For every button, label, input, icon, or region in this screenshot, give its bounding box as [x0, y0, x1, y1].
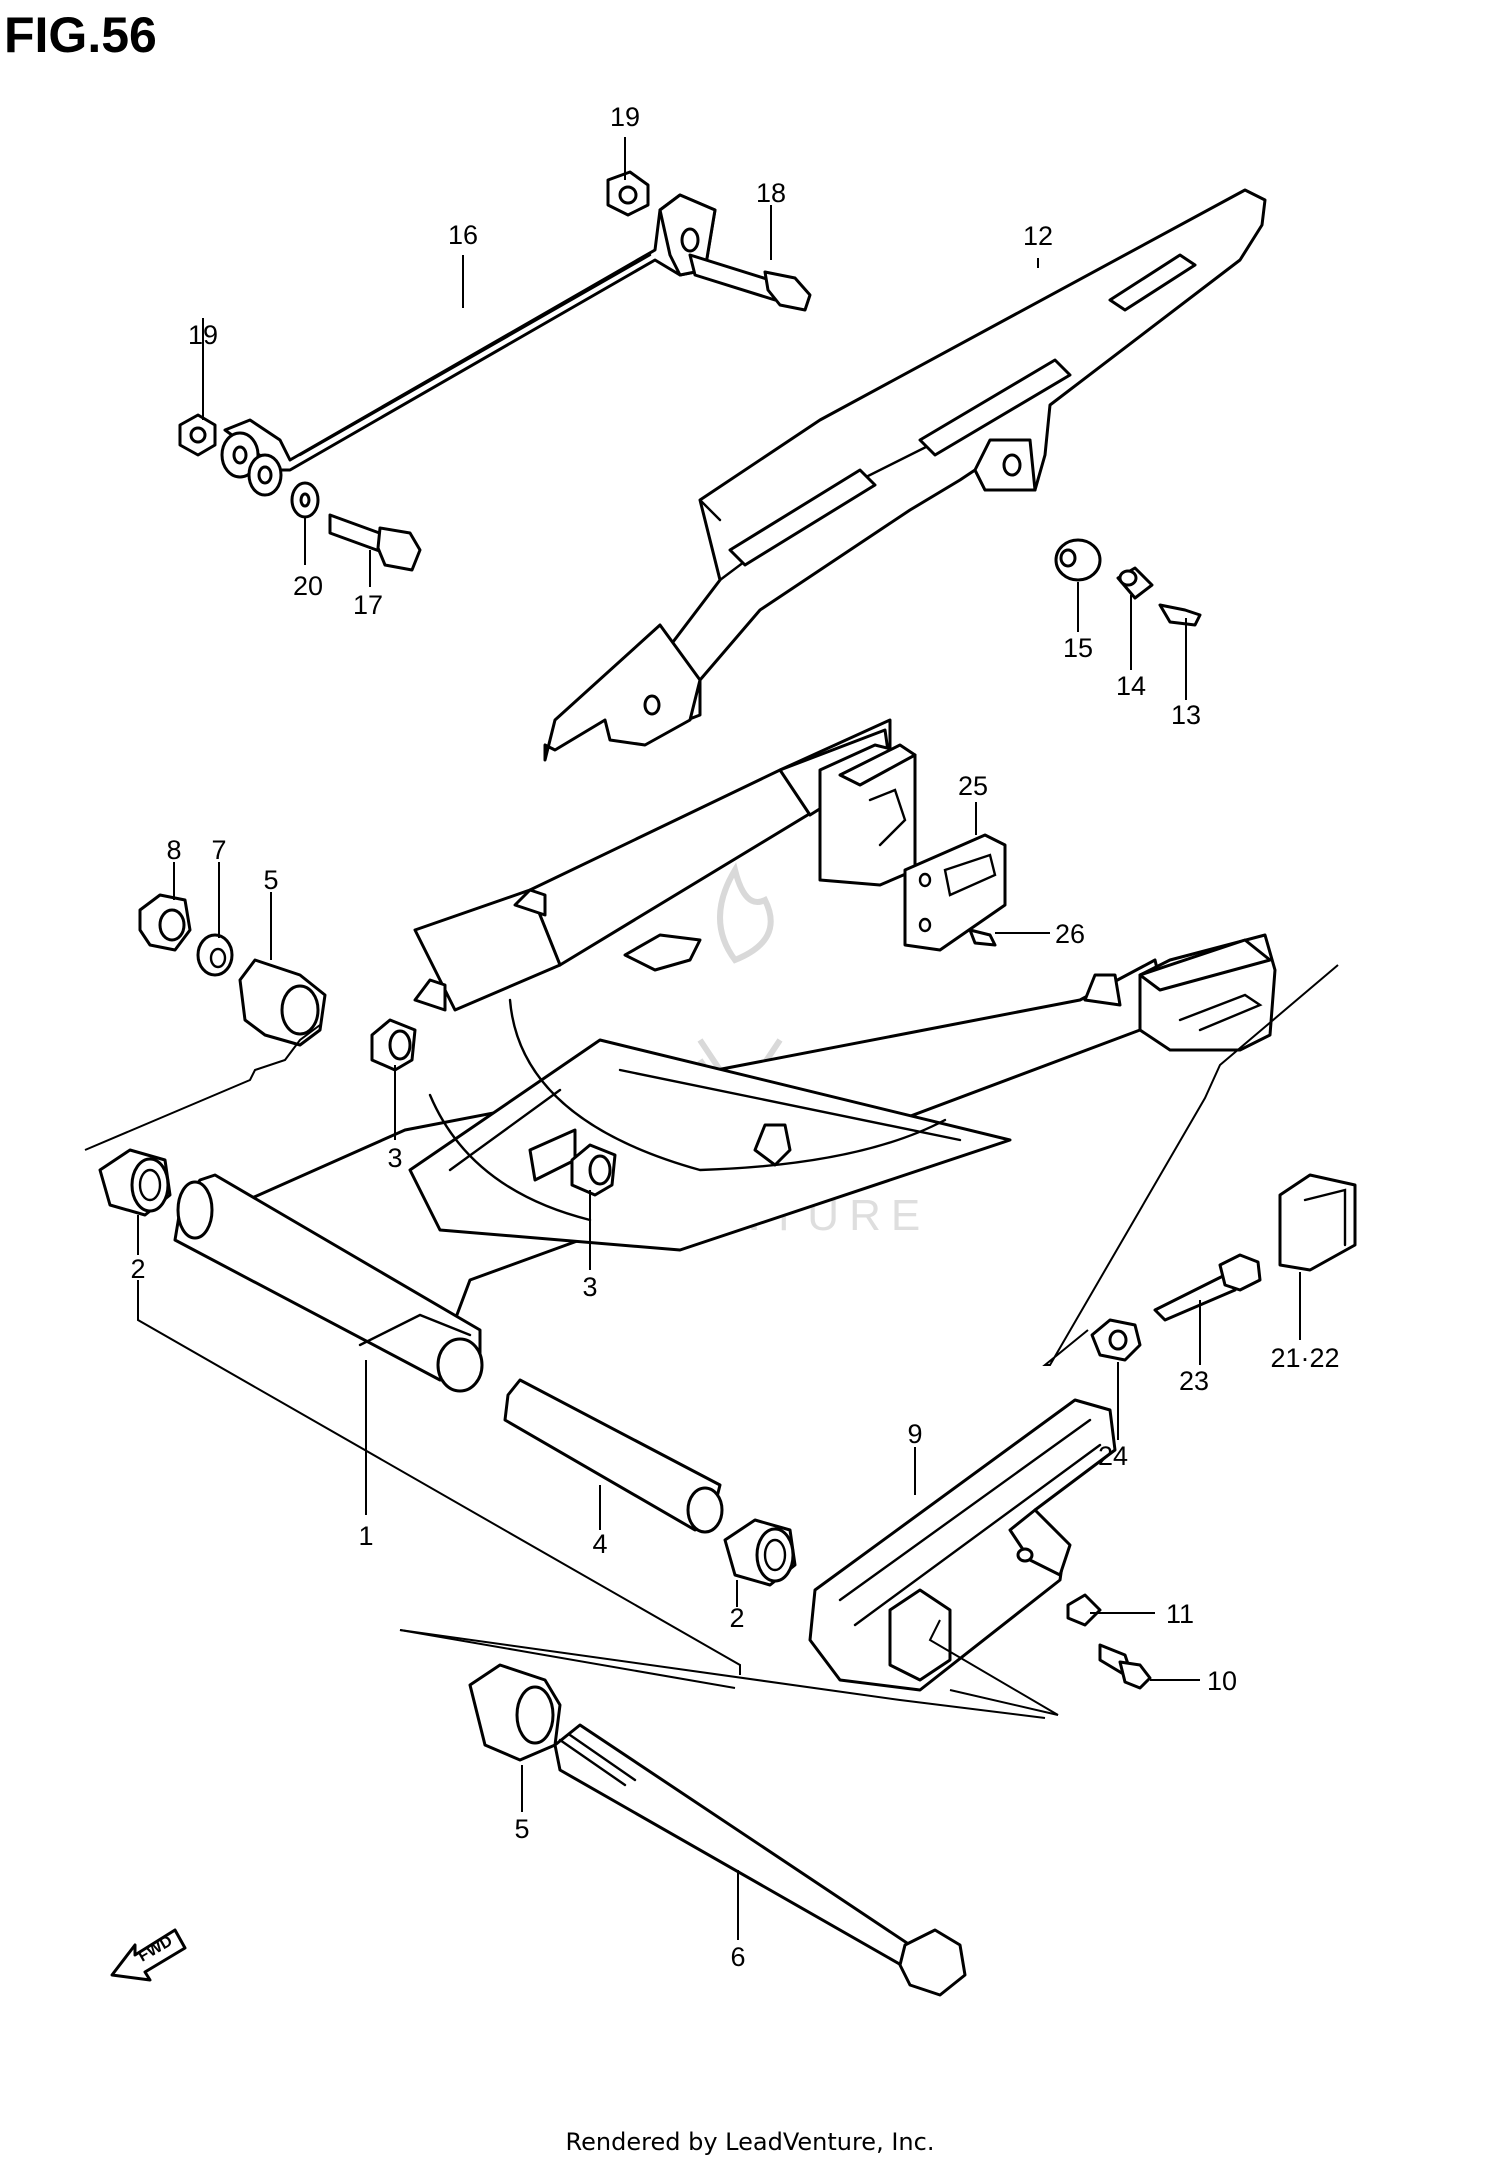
part-3-bushing-lower: [570, 1143, 617, 1197]
callout-20: 20: [293, 571, 323, 601]
part-9-chain-slider: [808, 1398, 1117, 1692]
callout-23: 23: [1179, 1366, 1209, 1396]
part-1-swingarm: [173, 718, 1277, 1393]
callout-6: 6: [730, 1942, 745, 1972]
callout-17: 17: [353, 590, 383, 620]
part-21-22-clip-nut: [1278, 1173, 1357, 1272]
callout-26: 26: [1055, 919, 1085, 949]
part-12-chain-guard: [543, 188, 1267, 762]
callout-25: 25: [958, 771, 988, 801]
part-16-torque-link: [220, 193, 717, 497]
callout-19-upper: 19: [610, 102, 640, 132]
footer-credit: Rendered by LeadVenture, Inc.: [565, 2128, 935, 2156]
part-24-collar: [1090, 1318, 1142, 1362]
part-23-bolt: [1153, 1253, 1262, 1322]
fwd-arrow-icon: FWD: [110, 1928, 187, 1982]
callout-16: 16: [448, 220, 478, 250]
part-8-nut: [138, 893, 192, 952]
callout-9: 9: [907, 1419, 922, 1449]
callout-7: 7: [211, 835, 226, 865]
part-10-bolt: [1098, 1643, 1152, 1690]
part-18-bolt: [688, 253, 812, 312]
callout-4: 4: [592, 1529, 607, 1559]
part-7-washer: [196, 933, 234, 977]
part-5-collar-upper: [238, 958, 327, 1047]
part-2-bearing-left: [98, 1148, 172, 1217]
callout-19-lower: 19: [188, 320, 218, 350]
part-17-bolt: [328, 513, 422, 572]
leader-lines: [84, 137, 1339, 1940]
callout-14: 14: [1116, 671, 1146, 701]
callout-24: 24: [1098, 1441, 1128, 1471]
callout-3-upper: 3: [387, 1143, 402, 1173]
part-6-pivot-shaft: [553, 1723, 967, 1997]
part-26-screw: [968, 928, 997, 947]
callout-8: 8: [166, 835, 181, 865]
callout-1: 1: [358, 1521, 373, 1551]
callout-2-right: 2: [729, 1603, 744, 1633]
part-13-screw: [1158, 603, 1202, 627]
part-19-nut-upper: [606, 170, 650, 217]
part-2-bearing-right: [723, 1518, 797, 1587]
callout-5-upper: 5: [263, 865, 278, 895]
part-3-bushing-upper: [370, 1018, 417, 1072]
part-20-washer: [290, 481, 320, 519]
callout-3-lower: 3: [582, 1272, 597, 1302]
callout-labels: 1 2 2 3 3 4 5 5 6 7 8 9 10 11 12 13 14 1…: [130, 102, 1339, 1972]
callout-18: 18: [756, 178, 786, 208]
part-14-collar: [1116, 566, 1154, 600]
callout-2-left: 2: [130, 1254, 145, 1284]
figure-title: FIG.56: [4, 7, 157, 63]
callout-13: 13: [1171, 700, 1201, 730]
callout-12: 12: [1023, 221, 1053, 251]
part-11-collar: [1066, 1593, 1102, 1627]
part-15-grommet: [1054, 538, 1102, 582]
callout-5-lower: 5: [514, 1814, 529, 1844]
callout-15: 15: [1063, 633, 1093, 663]
callout-11: 11: [1166, 1599, 1194, 1629]
callout-21-22: 21·22: [1270, 1343, 1339, 1373]
part-4-pivot-spacer: [503, 1378, 724, 1534]
part-5-collar-lower: [468, 1663, 562, 1762]
part-25-plate: [903, 833, 1007, 952]
part-19-nut-lower: [178, 413, 217, 457]
callout-10: 10: [1207, 1666, 1237, 1696]
